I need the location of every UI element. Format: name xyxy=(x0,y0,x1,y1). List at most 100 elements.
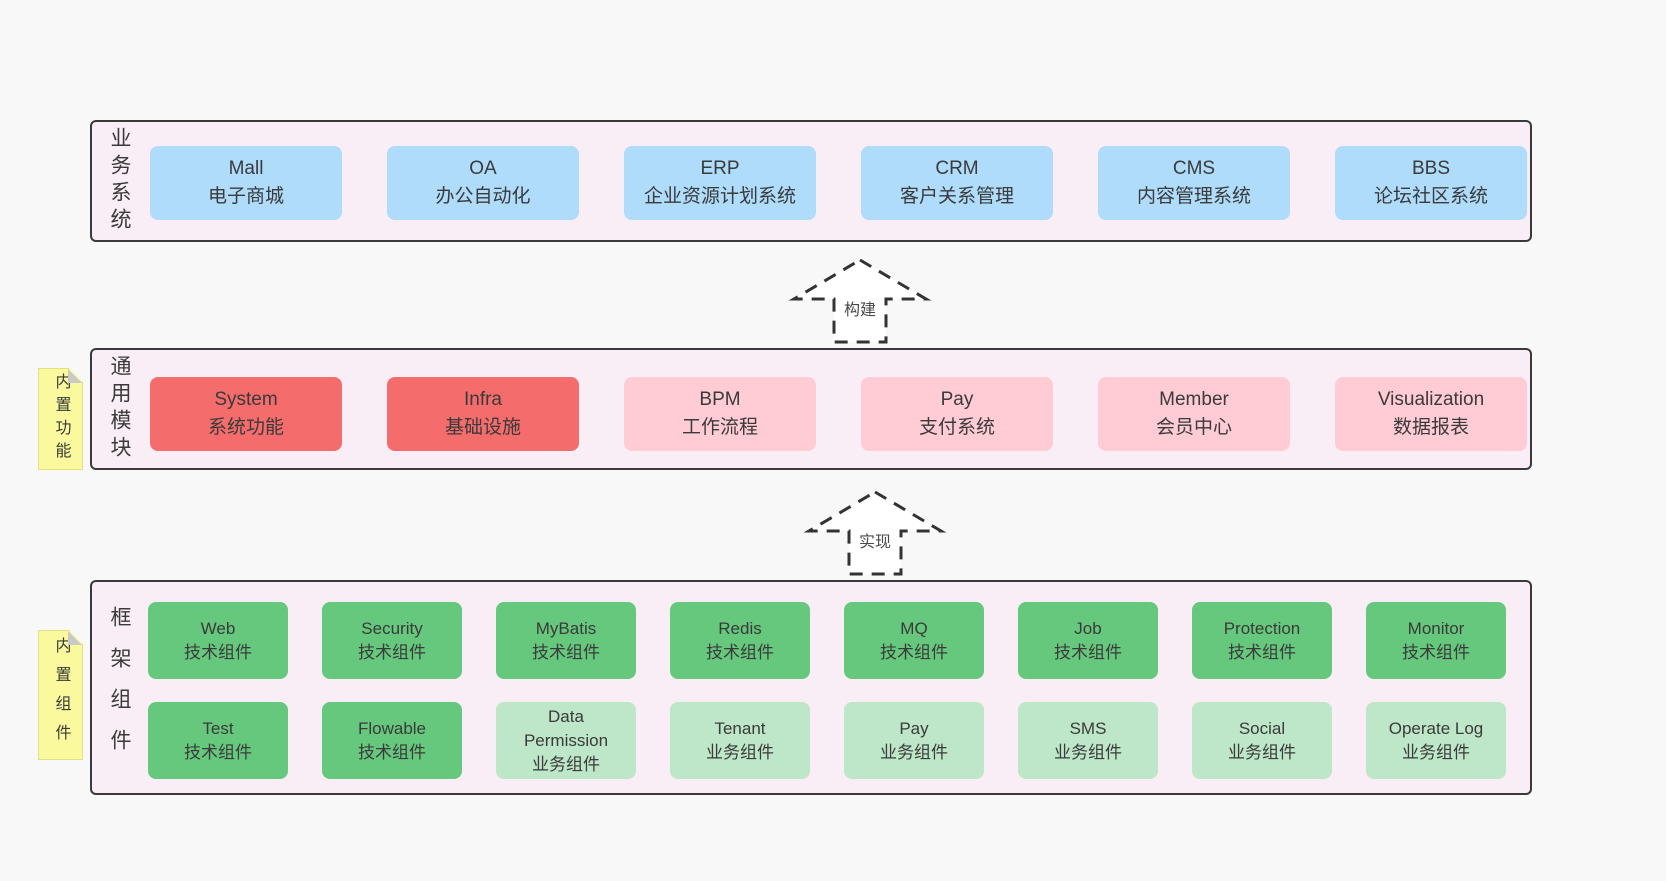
layer-label-business-systems: 业务系统 xyxy=(108,127,131,235)
node-name: Protection xyxy=(1223,618,1301,638)
node-redis: Redis 技术组件 xyxy=(670,602,810,679)
node-desc: 业务组件 xyxy=(1054,742,1122,762)
node-visualization: Visualization 数据报表 xyxy=(1335,377,1527,451)
arrow-implement-label: 实现 xyxy=(854,528,896,552)
node-name: Web xyxy=(200,618,236,638)
node-desc: 技术组件 xyxy=(1054,642,1122,662)
node-desc: 业务组件 xyxy=(532,754,600,774)
node-name: Data Permission xyxy=(523,706,609,750)
node-web: Web 技术组件 xyxy=(148,602,288,679)
node-mall: Mall 电子商城 xyxy=(150,146,342,220)
layer-common-modules: 通用模块 System 系统功能 Infra 基础设施 BPM 工作流程 Pay… xyxy=(90,348,1532,470)
sticky-note-builtin-components: 内置组件 xyxy=(38,630,83,760)
node-desc: 支付系统 xyxy=(918,417,995,438)
node-desc: 办公自动化 xyxy=(435,186,531,207)
node-desc: 工作流程 xyxy=(681,417,758,438)
sticky-note-text: 内置组件 xyxy=(52,637,70,753)
node-crm: CRM 客户关系管理 xyxy=(861,146,1053,220)
node-infra: Infra 基础设施 xyxy=(387,377,579,451)
node-desc: 内容管理系统 xyxy=(1136,186,1251,207)
node-flowable: Flowable 技术组件 xyxy=(322,702,462,779)
node-name: System xyxy=(214,389,278,410)
layer-business-systems: 业务系统 Mall 电子商城 OA 办公自动化 ERP 企业资源计划系统 CRM… xyxy=(90,120,1532,242)
arrow-implement: 实现 xyxy=(803,488,947,578)
node-desc: 业务组件 xyxy=(1402,742,1470,762)
layer-framework-components: 框架组件 Web 技术组件 Security 技术组件 MyBatis 技术组件… xyxy=(90,580,1532,795)
node-monitor: Monitor 技术组件 xyxy=(1366,602,1506,679)
layer-label-framework-components: 框架组件 xyxy=(108,605,131,770)
node-name: Security xyxy=(361,618,423,638)
node-name: Flowable xyxy=(357,718,427,738)
node-security: Security 技术组件 xyxy=(322,602,462,679)
node-name: Member xyxy=(1159,389,1229,410)
node-name: Monitor xyxy=(1407,618,1465,638)
node-desc: 技术组件 xyxy=(184,742,252,762)
node-name: BBS xyxy=(1411,158,1451,179)
node-desc: 会员中心 xyxy=(1155,417,1232,438)
node-bpm: BPM 工作流程 xyxy=(624,377,816,451)
node-tenant: Tenant 业务组件 xyxy=(670,702,810,779)
node-bbs: BBS 论坛社区系统 xyxy=(1335,146,1527,220)
node-desc: 技术组件 xyxy=(184,642,252,662)
node-desc: 电子商城 xyxy=(207,186,284,207)
node-name: SMS xyxy=(1069,718,1107,738)
node-name: Redis xyxy=(718,618,762,638)
node-desc: 论坛社区系统 xyxy=(1373,186,1488,207)
node-social: Social 业务组件 xyxy=(1192,702,1332,779)
node-name: Pay xyxy=(940,389,974,410)
sticky-note-text: 内置功能 xyxy=(52,373,70,465)
node-name: CMS xyxy=(1172,158,1216,179)
node-operate-log: Operate Log 业务组件 xyxy=(1366,702,1506,779)
folded-corner-icon xyxy=(68,631,82,645)
node-mq: MQ 技术组件 xyxy=(844,602,984,679)
node-name: Pay xyxy=(899,718,929,738)
node-pay: Pay 支付系统 xyxy=(861,377,1053,451)
node-job: Job 技术组件 xyxy=(1018,602,1158,679)
node-desc: 企业资源计划系统 xyxy=(643,186,796,207)
node-cms: CMS 内容管理系统 xyxy=(1098,146,1290,220)
node-desc: 技术组件 xyxy=(358,742,426,762)
arrow-build-label: 构建 xyxy=(839,296,881,320)
node-name: Job xyxy=(1074,618,1102,638)
node-name: Operate Log xyxy=(1388,718,1484,738)
node-desc: 系统功能 xyxy=(207,417,284,438)
sticky-note-builtin-features: 内置功能 xyxy=(38,368,83,470)
node-name: OA xyxy=(469,158,497,179)
node-name: Social xyxy=(1238,718,1286,738)
node-desc: 技术组件 xyxy=(1402,642,1470,662)
node-name: BPM xyxy=(699,389,741,410)
node-name: Infra xyxy=(463,389,503,410)
node-name: Tenant xyxy=(714,718,766,738)
arrow-build: 构建 xyxy=(788,256,932,346)
node-name: Visualization xyxy=(1377,389,1485,410)
node-name: CRM xyxy=(935,158,979,179)
node-desc: 业务组件 xyxy=(880,742,948,762)
node-protection: Protection 技术组件 xyxy=(1192,602,1332,679)
node-desc: 数据报表 xyxy=(1392,417,1469,438)
node-desc: 业务组件 xyxy=(1228,742,1296,762)
node-pay-biz: Pay 业务组件 xyxy=(844,702,984,779)
node-name: MyBatis xyxy=(535,618,597,638)
node-desc: 技术组件 xyxy=(358,642,426,662)
node-desc: 技术组件 xyxy=(532,642,600,662)
node-desc: 技术组件 xyxy=(1228,642,1296,662)
node-mybatis: MyBatis 技术组件 xyxy=(496,602,636,679)
node-member: Member 会员中心 xyxy=(1098,377,1290,451)
node-data-permission: Data Permission 业务组件 xyxy=(496,702,636,779)
node-name: Test xyxy=(202,718,234,738)
node-desc: 技术组件 xyxy=(706,642,774,662)
node-desc: 技术组件 xyxy=(880,642,948,662)
node-system: System 系统功能 xyxy=(150,377,342,451)
node-name: MQ xyxy=(900,618,928,638)
node-oa: OA 办公自动化 xyxy=(387,146,579,220)
layer-label-common-modules: 通用模块 xyxy=(108,355,131,463)
node-test: Test 技术组件 xyxy=(148,702,288,779)
node-desc: 基础设施 xyxy=(444,417,521,438)
node-name: ERP xyxy=(700,158,740,179)
node-desc: 业务组件 xyxy=(706,742,774,762)
folded-corner-icon xyxy=(68,369,82,383)
node-name: Mall xyxy=(228,158,264,179)
node-desc: 客户关系管理 xyxy=(899,186,1014,207)
node-erp: ERP 企业资源计划系统 xyxy=(624,146,816,220)
